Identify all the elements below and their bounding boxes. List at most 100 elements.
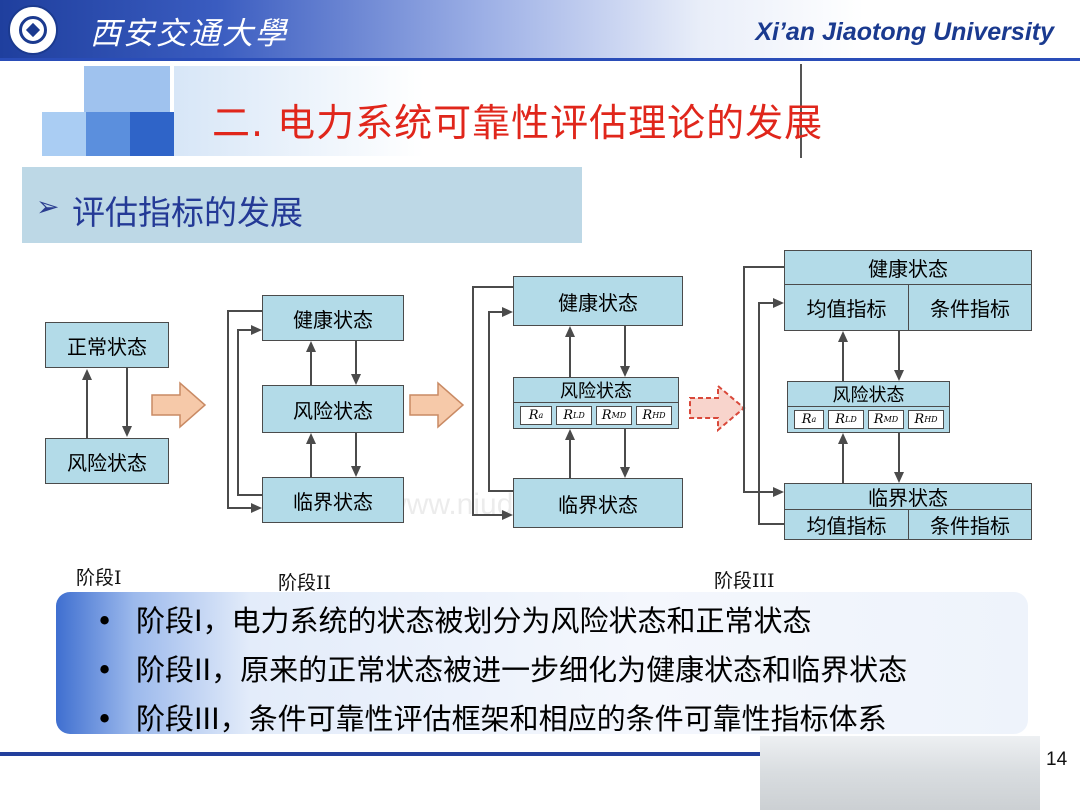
stage3-label: 阶段III [714, 570, 775, 592]
arrowhead-up [565, 429, 575, 440]
campus-photo [760, 736, 1040, 810]
stage1-risk-state: 风险状态 [45, 438, 169, 484]
stage1-normal-state: 正常状态 [45, 322, 169, 368]
stage3-risk-state: 风险状态 [513, 377, 679, 403]
bullet-dot: • [96, 702, 114, 736]
university-name-cn: 西安交通大學 [90, 16, 288, 52]
arrowhead-down [620, 366, 630, 377]
stage4-healthy-state: 健康状态 [784, 250, 1032, 285]
stage4-critical-conditional-index: 条件指标 [908, 509, 1032, 540]
stage3-healthy-state: 健康状态 [513, 276, 683, 326]
section-banner [22, 167, 582, 243]
connector [472, 514, 502, 516]
connector [310, 352, 312, 385]
summary-bullet: • 阶段II，原来的正常状态被进一步细化为健康状态和临界状态 [96, 647, 907, 689]
stage4-risk-state: 风险状态 [787, 381, 950, 407]
connector [355, 341, 357, 374]
connector [126, 368, 128, 426]
stage1-label: 阶段I [76, 567, 122, 589]
summary-bullet: •阶段I，电力系统的状态被划分为风险状态和正常状态 [96, 598, 812, 640]
decor-square [42, 112, 86, 156]
arrowhead-right [773, 487, 784, 497]
footer-rule [0, 752, 760, 756]
arrowhead-down [351, 466, 361, 477]
stage-transition-arrow [689, 383, 746, 433]
connector [488, 311, 502, 313]
page-number: 14 [1046, 749, 1068, 770]
decor-square [174, 66, 424, 156]
connector [227, 310, 229, 508]
arrowhead-right [502, 307, 513, 317]
stage-transition-arrow [409, 381, 465, 429]
connector [310, 444, 312, 477]
connector [488, 311, 490, 491]
header-rule [0, 58, 1080, 61]
connector [743, 266, 784, 268]
connector [758, 302, 760, 524]
connector [86, 380, 88, 438]
stage4-healthy-mean-index: 均值指标 [784, 284, 909, 331]
connector [758, 523, 784, 525]
summary-text: 阶段II，原来的正常状态被进一步细化为健康状态和临界状态 [136, 653, 908, 687]
connector [758, 302, 773, 304]
arrow-bullet-icon: ➢ [36, 190, 60, 223]
slide-title: 二. 电力系统可靠性评估理论的发展 [212, 101, 824, 145]
arrowhead-up [306, 341, 316, 352]
connector [898, 331, 900, 370]
stage2-label: 阶段II [278, 572, 332, 594]
connector [624, 326, 626, 366]
connector [898, 433, 900, 472]
arrowhead-down [894, 472, 904, 483]
decor-square [86, 112, 130, 156]
stage-transition-arrow [151, 381, 207, 429]
arrowhead-down [122, 426, 132, 437]
connector [842, 342, 844, 381]
arrowhead-up [565, 326, 575, 337]
header-bar [0, 0, 1080, 58]
connector [569, 337, 571, 377]
arrowhead-up [306, 433, 316, 444]
connector [237, 329, 251, 331]
connector [842, 444, 844, 483]
connector [227, 507, 251, 509]
summary-text: 阶段III，条件可靠性评估框架和相应的条件可靠性指标体系 [136, 702, 887, 736]
arrowhead-right [251, 503, 262, 513]
connector [743, 266, 745, 492]
decor-square [84, 66, 170, 112]
arrowhead-down [351, 374, 361, 385]
summary-text: 阶段I，电力系统的状态被划分为风险状态和正常状态 [136, 604, 812, 638]
stage2-healthy-state: 健康状态 [262, 295, 404, 341]
arrowhead-up [82, 369, 92, 380]
summary-panel [56, 592, 1028, 734]
arrowhead-right [251, 325, 262, 335]
connector [569, 440, 571, 478]
connector [237, 494, 262, 496]
section-heading: 评估指标的发展 [72, 193, 303, 232]
connector [488, 490, 513, 492]
university-name-en: Xi’an Jiaotong University [755, 18, 1054, 46]
connector [472, 286, 474, 515]
stage4-critical-state: 临界状态 [784, 483, 1032, 510]
bullet-dot: • [96, 653, 114, 687]
arrowhead-up [838, 433, 848, 444]
stage3-critical-state: 临界状态 [513, 478, 683, 528]
connector [237, 329, 239, 495]
connector [227, 310, 262, 312]
arrowhead-up [838, 331, 848, 342]
arrowhead-right [502, 510, 513, 520]
connector [355, 433, 357, 466]
arrowhead-down [894, 370, 904, 381]
stage4-healthy-conditional-index: 条件指标 [908, 284, 1032, 331]
arrowhead-down [620, 467, 630, 478]
connector [472, 286, 513, 288]
summary-bullet: • 阶段III，条件可靠性评估框架和相应的条件可靠性指标体系 [96, 696, 887, 738]
